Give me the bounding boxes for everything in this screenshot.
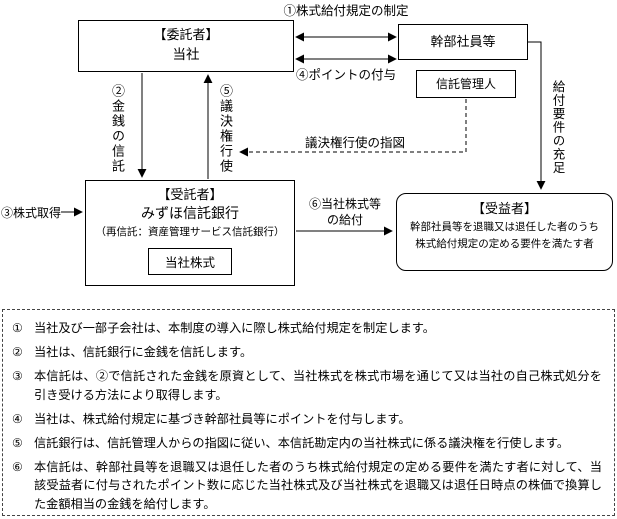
note-text: 本信託は、②で信託された金銭を原資として、当社株式を株式市場を通じて又は当社の自… — [34, 369, 602, 402]
trustee-title: 【受託者】 — [157, 187, 223, 202]
note-number: ④ — [12, 411, 23, 426]
note-text: 当社は、株式給付規定に基づき幹部社員等にポイントを付与します。 — [34, 411, 411, 426]
note-text: 信託銀行は、信託管理人からの指図に従い、本信託勘定内の当社株式に係る議決権を行使… — [34, 435, 570, 450]
note-number: ② — [12, 345, 23, 360]
note-number: ⑤ — [12, 435, 23, 450]
label-stock-acquisition: ③株式取得 — [0, 206, 61, 220]
label-voting-rights: ⑤議決権行使 — [218, 84, 233, 174]
trust-scheme-diagram: 【委託者】 当社 幹部社員等 信託管理人 【受託者】 みずほ信託銀行 （再信託：… — [0, 4, 613, 286]
beneficiary-desc-line1: 幹部社員等を退職又は退任した者のうち — [410, 221, 599, 233]
label-benefit-requirement: 給付要件の充足 — [550, 80, 565, 175]
note-item-1: ① 当社及び一部子会社は、本制度の導入に際し株式給付規定を制定します。 — [12, 319, 602, 338]
executives-box: 幹部社員等 — [398, 24, 528, 60]
note-item-5: ⑤ 信託銀行は、信託管理人からの指図に従い、本信託勘定内の当社株式に係る議決権を… — [12, 434, 602, 453]
notes-box: ① 当社及び一部子会社は、本制度の導入に際し株式給付規定を制定します。 ② 当社… — [2, 309, 615, 516]
note-number: ⑥ — [12, 459, 23, 474]
note-item-2: ② 当社は、信託銀行に金銭を信託します。 — [12, 343, 602, 362]
label-rule-establishment: ①株式給付規定の制定 — [283, 4, 409, 18]
note-item-3: ③ 本信託は、②で信託された金銭を原資として、当社株式を株式市場を通じて又は当社… — [12, 367, 602, 404]
beneficiary-desc-line2: 株式給付規定の定める要件を満たす者 — [415, 239, 594, 251]
note-number: ③ — [12, 369, 23, 384]
consignor-box: 【委託者】 当社 — [78, 20, 294, 72]
label-stock-benefit-line2: の給付 — [326, 213, 363, 228]
trustee-box: 【受託者】 みずほ信託銀行 （再信託：資産管理サービス信託銀行） 当社株式 — [85, 180, 295, 286]
label-stock-benefit: ⑥当社株式等 の給付 — [298, 196, 392, 228]
note-text: 当社及び一部子会社は、本制度の導入に際し株式給付規定を制定します。 — [34, 321, 435, 335]
consignor-title: 【委託者】 — [153, 27, 219, 42]
note-number: ① — [12, 321, 23, 335]
beneficiary-title: 【受益者】 — [471, 201, 537, 216]
arrow-benefit-requirement — [528, 41, 546, 190]
trustee-name: みずほ信託銀行 — [141, 206, 239, 222]
trust-administrator-box: 信託管理人 — [416, 70, 516, 98]
label-voting-instruction: 議決権行使の指図 — [304, 136, 405, 150]
note-text: 本信託は、幹部社員等を退職又は退任した者のうち株式給付規定の定める要件を満たす者… — [34, 459, 602, 511]
consignor-name: 当社 — [172, 46, 200, 62]
beneficiary-box: 【受益者】 幹部社員等を退職又は退任した者のうち 株式給付規定の定める要件を満た… — [396, 193, 613, 271]
company-stock-box: 当社株式 — [147, 247, 232, 275]
note-item-6: ⑥ 本信託は、幹部社員等を退職又は退任した者のうち株式給付規定の定める要件を満た… — [12, 458, 602, 514]
label-point-grant: ④ポイントの付与 — [295, 68, 396, 82]
label-money-trust: ②金銭の信託 — [110, 84, 125, 174]
note-item-4: ④ 当社は、株式給付規定に基づき幹部社員等にポイントを付与します。 — [12, 410, 602, 429]
note-text: 当社は、信託銀行に金銭を信託します。 — [34, 345, 253, 360]
trustee-subname: （再信託：資産管理サービス信託銀行） — [95, 227, 285, 239]
label-stock-benefit-line1: ⑥当社株式等 — [308, 197, 381, 211]
